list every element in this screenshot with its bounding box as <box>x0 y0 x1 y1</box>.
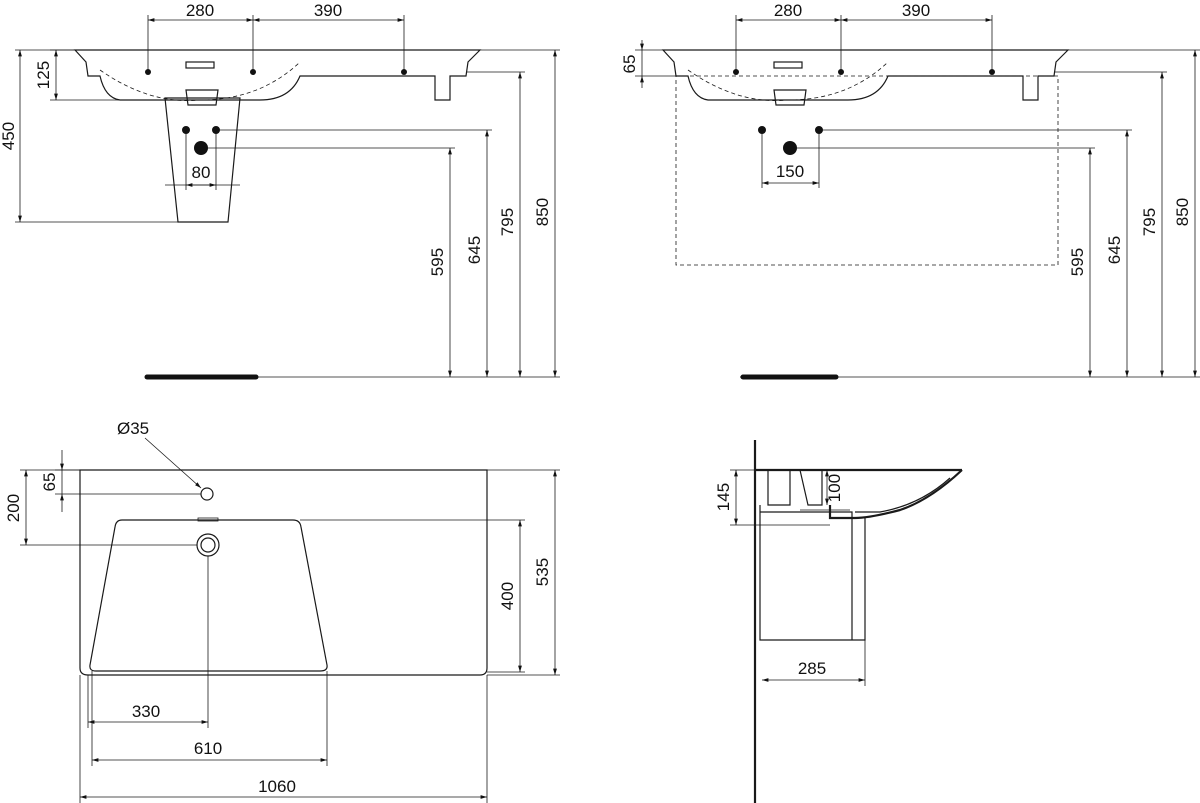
plan-view: Ø35 65 200 400 535 330 610 1060 <box>4 419 560 803</box>
dim-65: 65 <box>620 55 639 74</box>
dim-645: 645 <box>1105 236 1124 264</box>
front-view-wall: 280 390 65 150 595 645 795 850 <box>620 1 1200 380</box>
dim-diameter-35: Ø35 <box>117 419 149 438</box>
dim-330: 330 <box>132 702 160 721</box>
dim-100: 100 <box>825 474 844 502</box>
dim-145: 145 <box>714 483 733 511</box>
dim-610: 610 <box>194 739 222 758</box>
dim-645: 645 <box>465 236 484 264</box>
dim-65: 65 <box>40 473 59 492</box>
dim-390: 390 <box>902 1 930 20</box>
side-view: 145 100 285 <box>714 440 963 803</box>
dim-1060: 1060 <box>258 777 296 796</box>
dim-285: 285 <box>798 659 826 678</box>
front-view-pedestal: 280 390 125 450 80 595 645 795 850 <box>0 1 560 380</box>
dim-795: 795 <box>1140 208 1159 236</box>
dim-280: 280 <box>774 1 802 20</box>
dim-450: 450 <box>0 122 18 150</box>
dim-200: 200 <box>4 494 23 522</box>
dim-280: 280 <box>186 1 214 20</box>
dim-80: 80 <box>192 163 211 182</box>
dim-595: 595 <box>1068 248 1087 276</box>
dim-535: 535 <box>533 558 552 586</box>
dim-595: 595 <box>428 248 447 276</box>
dim-390: 390 <box>314 1 342 20</box>
dim-150: 150 <box>776 162 804 181</box>
dim-850: 850 <box>1173 198 1192 226</box>
dim-400: 400 <box>498 582 517 610</box>
dim-795: 795 <box>498 208 517 236</box>
dim-125: 125 <box>34 61 53 89</box>
dim-850: 850 <box>533 198 552 226</box>
